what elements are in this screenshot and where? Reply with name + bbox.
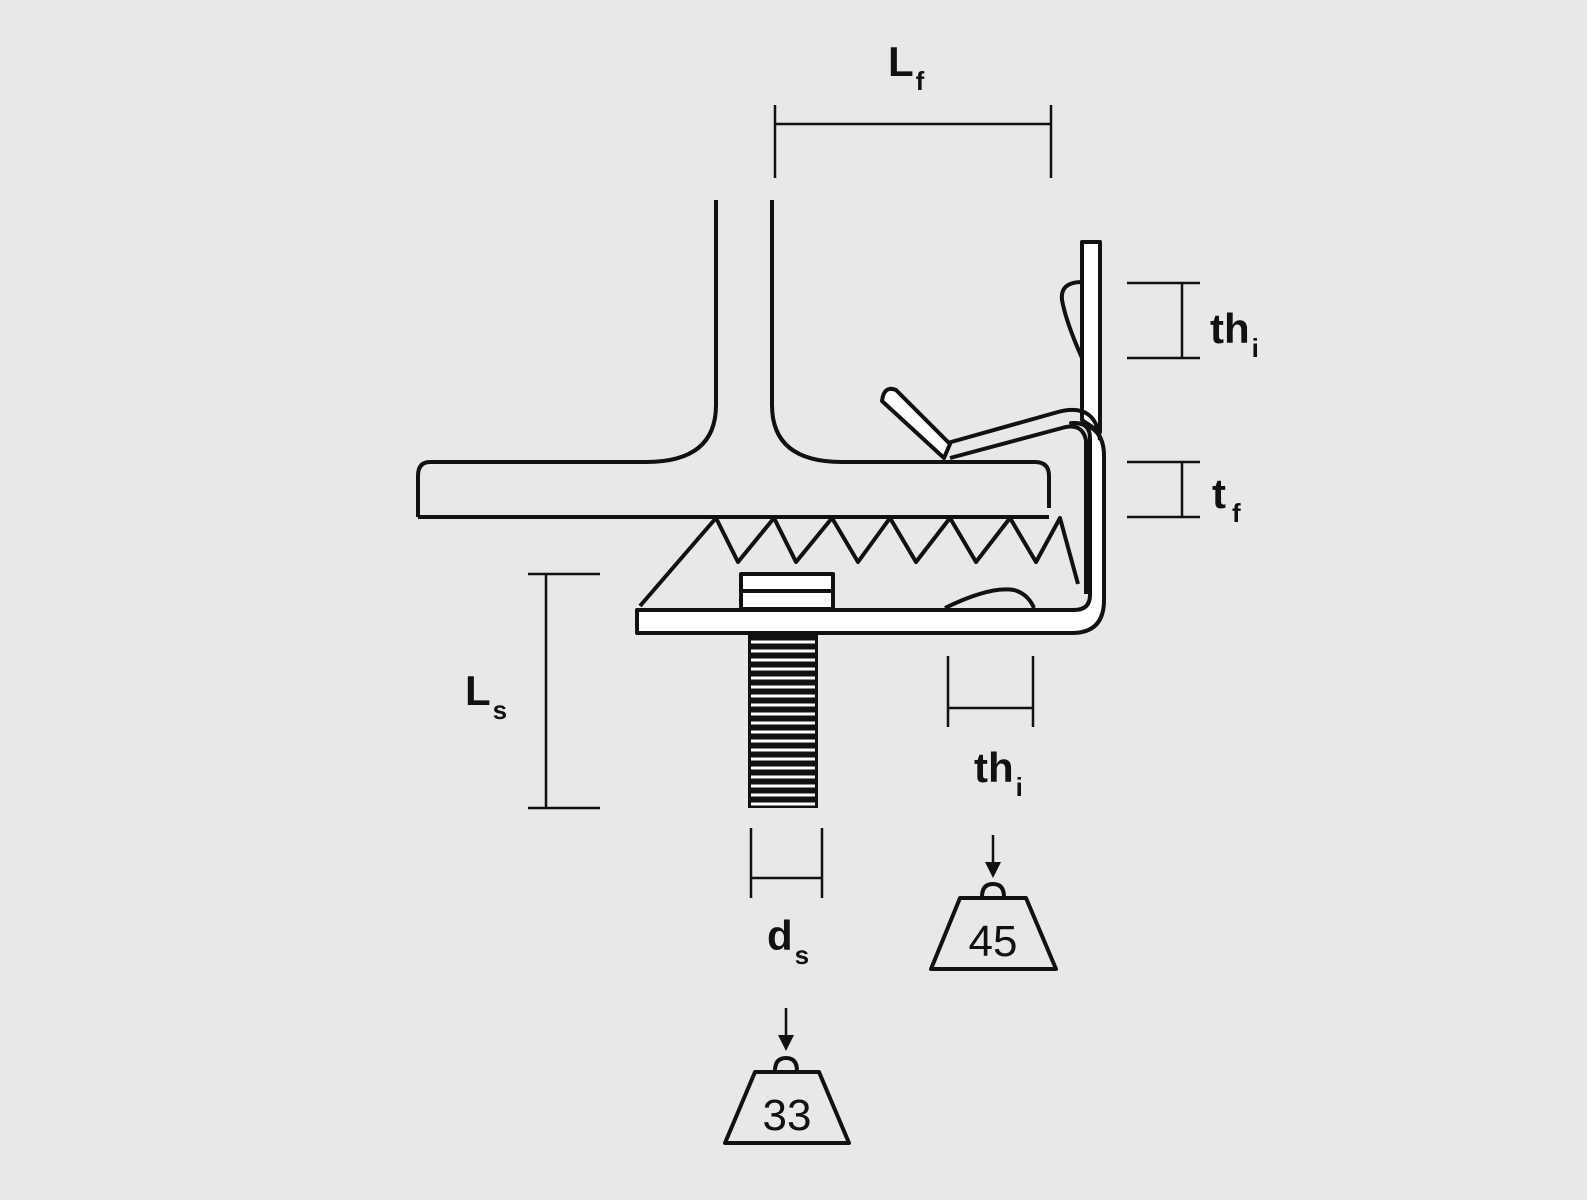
clip-upper-arm-outer [943,407,1102,446]
clip-serrated-teeth [638,516,1080,608]
weight-icon-clip: 45 [929,835,1058,971]
weight-value-screw: 33 [763,1091,812,1140]
dim-flange-length: Lf [773,38,1053,178]
label-thickness-top: thi [1210,305,1259,363]
beam-web-left [416,200,718,517]
beam-profile [416,200,1051,519]
clip-upper-arm [949,424,1088,594]
dim-screw-length: Ls [465,572,600,810]
label-screw-diameter: ds [767,912,809,970]
beam-web-right [770,200,1051,508]
threaded-stud [748,634,818,808]
stud-threads [751,640,815,806]
clip-tab [880,386,952,460]
weight-value-clip: 45 [969,917,1018,966]
dim-thickness-bottom: thi [946,656,1035,802]
weight-icon-screw: 33 [723,1008,851,1145]
clip-tongue-lower [944,587,1036,610]
dim-screw-diameter: ds [749,828,824,970]
nut-block-bottom [739,589,835,611]
label-flange-length: Lf [888,38,925,96]
spring-clip [635,240,1106,635]
clip-tongue-upper [1059,280,1084,359]
label-thickness-bottom: thi [974,744,1023,802]
label-screw-length: Ls [465,667,507,725]
clip-base-plate [635,421,1106,635]
clip-vertical-arm [1080,240,1102,434]
nut-block-top [739,572,835,593]
stud-body [748,634,818,808]
dim-thickness-top: thi [1127,281,1259,363]
